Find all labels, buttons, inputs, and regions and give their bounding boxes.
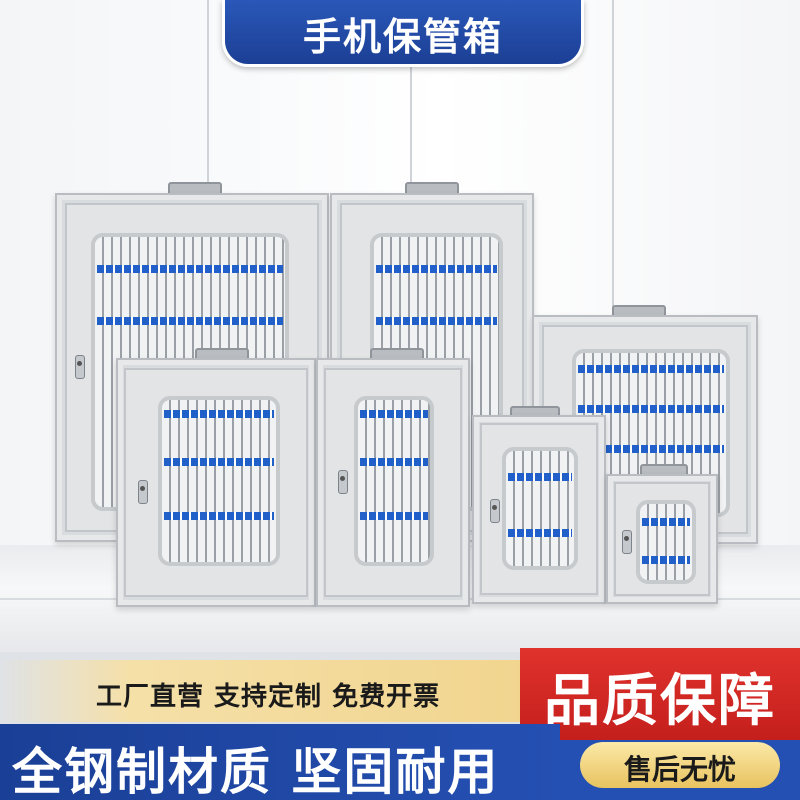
wall-seam [207, 0, 209, 200]
promo-factory-text: 工厂直营 支持定制 免费开票 [96, 682, 441, 712]
cabinet-door [124, 368, 308, 597]
lock-icon [75, 355, 85, 379]
cabinet-door [324, 368, 462, 597]
number-label-strip [642, 556, 690, 564]
wall-seam [410, 0, 412, 200]
number-label-strip [578, 405, 724, 413]
number-label-strip [360, 410, 428, 418]
number-label-strip [578, 445, 724, 453]
material-strip [0, 724, 560, 800]
lock-icon [138, 480, 148, 504]
number-label-strip [642, 518, 690, 526]
number-label-strip [578, 365, 724, 373]
cabinet-window [636, 500, 696, 584]
number-label-strip [164, 458, 274, 466]
number-label-strip [164, 410, 274, 418]
cabinet-door [480, 423, 598, 595]
cabinet-front-middle [316, 358, 470, 607]
number-label-strip [360, 512, 428, 520]
page-title: 手机保管箱 [302, 15, 503, 59]
lock-icon [490, 499, 500, 523]
cabinet-mini [606, 474, 718, 604]
number-label-strip [97, 265, 283, 273]
cabinet-window [354, 396, 434, 566]
title-banner: 手机保管箱 [222, 0, 584, 67]
after-sales-pill [580, 742, 780, 788]
cabinet-small [472, 415, 606, 604]
wall-seam [612, 0, 614, 310]
number-label-strip [508, 473, 572, 481]
cabinet-front-left [116, 358, 316, 607]
number-label-strip [376, 265, 497, 273]
number-label-strip [508, 529, 572, 537]
lock-icon [622, 530, 632, 554]
cabinet-window [502, 447, 578, 570]
number-label-strip [376, 317, 497, 325]
after-sales-text: 售后无忧 [623, 753, 736, 786]
number-label-strip [360, 458, 428, 466]
cabinet-door [614, 482, 710, 596]
material-text: 全钢制材质 坚固耐用 [12, 743, 500, 800]
number-label-strip [164, 512, 274, 520]
quality-badge [520, 648, 800, 740]
lock-icon [338, 470, 348, 494]
promo-strip-gold [0, 660, 520, 722]
number-label-strip [97, 317, 283, 325]
cabinet-window [158, 396, 280, 566]
quality-text: 品质保障 [544, 669, 776, 734]
